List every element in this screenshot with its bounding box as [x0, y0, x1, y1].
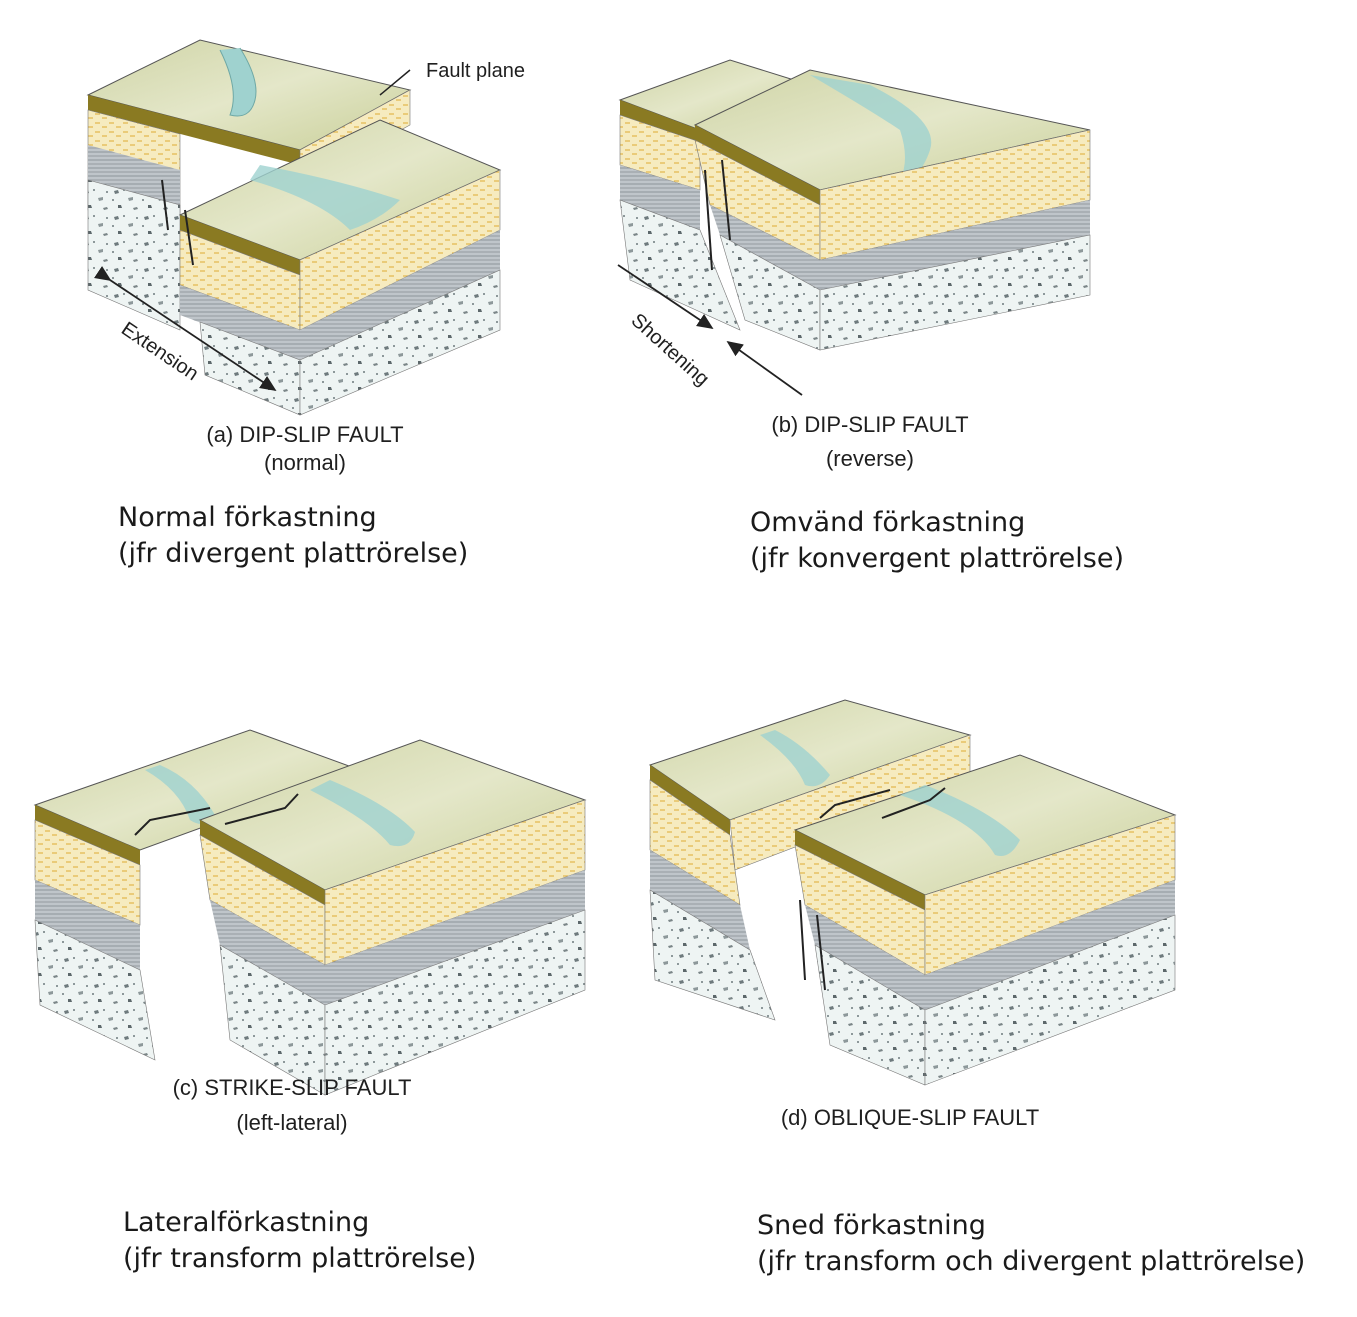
panel-b-caption: (b) DIP-SLIP FAULT	[771, 412, 968, 437]
slip-arrow-up	[799, 899, 806, 981]
panel-c-description: Lateralförkastning (jfr transform plattr…	[123, 1205, 476, 1277]
panel-d-description: Sned förkastning (jfr transform och dive…	[757, 1208, 1305, 1280]
slip-arrow-down	[184, 209, 194, 266]
panel-c-subcaption: (left-lateral)	[236, 1110, 347, 1135]
panel-b-subcaption: (reverse)	[826, 446, 914, 471]
panel-d-description-title: Sned förkastning	[757, 1210, 986, 1241]
extension-arrow	[94, 266, 277, 391]
shortening-arrow-left	[617, 264, 714, 330]
panel-c-description-note: (jfr transform plattrörelse)	[123, 1243, 477, 1274]
panel-d-caption: (d) OBLIQUE-SLIP FAULT	[781, 1105, 1039, 1130]
fault-plane-leader	[379, 69, 411, 96]
slip-arrow-lateral-left	[819, 789, 891, 819]
oblique-slip-fault-block-diagram: (d) OBLIQUE-SLIP FAULT	[648, 699, 1177, 1130]
panel-a-description: Normal förkastning (jfr divergent plattr…	[118, 500, 468, 572]
panel-a-description-note: (jfr divergent plattrörelse)	[118, 538, 469, 569]
back-block	[33, 729, 362, 1061]
slip-arrow-down	[816, 914, 826, 991]
panel-a-description-title: Normal förkastning	[118, 502, 377, 533]
panel-a-diagram: Fault plane Extension (a) DIP-SLIP FAULT…	[80, 30, 550, 480]
panel-b-description-title: Omvänd förkastning	[750, 507, 1026, 538]
reverse-fault-block-diagram: Shortening (b) DIP-SLIP FAULT (reverse)	[617, 59, 1091, 471]
front-block	[198, 739, 587, 1096]
slip-arrow-down	[704, 169, 713, 271]
shortening-arrow-right	[726, 340, 803, 396]
front-block	[793, 754, 1177, 1086]
slip-arrow-right	[224, 793, 299, 825]
slip-arrow-lateral-right	[881, 787, 946, 819]
extension-label: Extension	[117, 318, 202, 385]
slip-arrow-up	[161, 179, 169, 231]
panel-d-description-note: (jfr transform och divergent plattrörels…	[757, 1246, 1306, 1277]
panel-d-diagram: (d) OBLIQUE-SLIP FAULT	[645, 690, 1185, 1140]
panel-c-description-title: Lateralförkastning	[123, 1207, 370, 1238]
strike-slip-fault-block-diagram: (c) STRIKE-SLIP FAULT (left-lateral)	[33, 729, 587, 1135]
slip-arrow-left	[134, 807, 211, 836]
left-block	[618, 59, 812, 331]
panel-b-description: Omvänd förkastning (jfr konvergent platt…	[750, 505, 1124, 577]
fault-plane-label: Fault plane	[426, 60, 525, 82]
slip-arrow-up	[721, 159, 731, 241]
panel-b-description-note: (jfr konvergent plattrörelse)	[750, 543, 1124, 574]
upthrown-right-block	[693, 69, 1091, 351]
panel-a-subcaption: (normal)	[264, 450, 346, 475]
footwall-right-block	[178, 119, 502, 416]
panel-b-diagram: Shortening (b) DIP-SLIP FAULT (reverse)	[610, 30, 1100, 480]
shortening-label: Shortening	[627, 309, 714, 390]
back-block	[648, 699, 972, 1021]
panel-a-caption: (a) DIP-SLIP FAULT	[206, 422, 403, 447]
panel-c-diagram: (c) STRIKE-SLIP FAULT (left-lateral)	[30, 720, 600, 1170]
panel-c-caption: (c) STRIKE-SLIP FAULT	[173, 1075, 412, 1100]
normal-fault-block-diagram: Fault plane Extension (a) DIP-SLIP FAULT…	[86, 39, 525, 475]
